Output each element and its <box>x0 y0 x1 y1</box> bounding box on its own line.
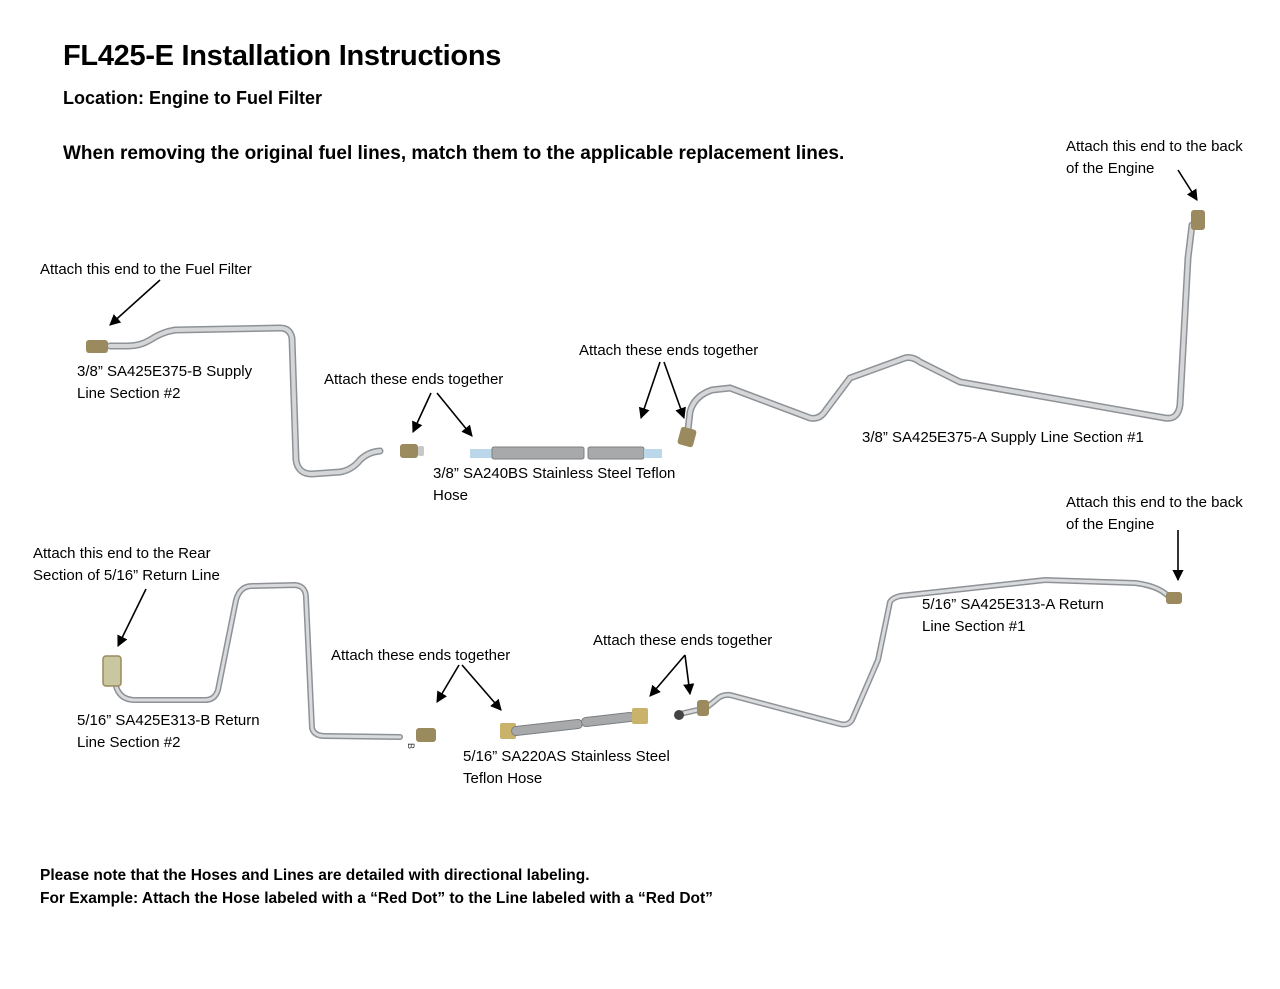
label-line: Line Section #2 <box>77 734 181 751</box>
label-line: 5/16” SA425E313-B Return <box>77 712 260 729</box>
instruction-text: When removing the original fuel lines, m… <box>63 143 845 164</box>
fuel-filter-callout: Attach this end to the Fuel Filter <box>40 261 252 278</box>
supply-join-right-callout: Attach these ends together <box>579 342 759 359</box>
note-line-1: Please note that the Hoses and Lines are… <box>40 867 590 884</box>
note-line-2: For Example: Attach the Hose labeled wit… <box>40 890 713 907</box>
arrow-return-join-left-a <box>436 664 460 703</box>
return-section-2-label: 5/16” SA425E313-B Return Line Section #2 <box>77 710 260 754</box>
return-engine-end-fitting <box>1166 592 1182 604</box>
return-rear-callout: Attach this end to the Rear Section of 5… <box>33 543 220 587</box>
callout-line: Section of 5/16” Return Line <box>33 567 220 584</box>
label-line: Teflon Hose <box>463 770 543 787</box>
return-line-section-1 <box>674 576 1182 728</box>
return-section-1-label: 5/16” SA425E313-A Return Line Section #1 <box>922 594 1104 638</box>
page-title: FL425-E Installation Instructions <box>63 40 502 72</box>
callout-arrows <box>109 169 1198 711</box>
location-subtitle: Location: Engine to Fuel Filter <box>63 88 322 108</box>
callout-line: Attach this end to the back <box>1066 494 1243 511</box>
arrow-fuel-filter <box>109 279 161 326</box>
engine-end-fitting <box>1191 210 1205 230</box>
label-line: 5/16” SA220AS Stainless Steel <box>463 748 670 765</box>
return-hose-label: 5/16” SA220AS Stainless Steel Teflon Hos… <box>463 746 670 790</box>
line-marker-b: B <box>406 743 416 749</box>
callout-line: of the Engine <box>1066 160 1155 177</box>
return-hose <box>500 708 648 739</box>
supply-section-2-label: 3/8” SA425E375-B Supply Line Section #2 <box>77 361 252 405</box>
filter-end-fitting <box>86 340 108 353</box>
supply-hose-label: 3/8” SA240BS Stainless Steel Teflon Hose <box>433 463 675 507</box>
arrow-return-join-right-b <box>683 654 695 696</box>
supply-engine-callout: Attach this end to the back of the Engin… <box>1066 136 1243 180</box>
arrow-return-join-right-a <box>649 654 686 697</box>
return-join-fitting <box>697 700 709 716</box>
arrow-supply-join-right-a <box>638 361 661 420</box>
footer-note: Please note that the Hoses and Lines are… <box>40 864 713 910</box>
supply-line-section-1 <box>677 210 1205 448</box>
arrow-supply-engine <box>1177 169 1198 201</box>
supply-hose <box>470 446 662 460</box>
arrow-supply-join-left-b <box>436 392 473 437</box>
callout-line: Attach this end to the Rear <box>33 545 211 562</box>
callout-line: Attach this end to the back <box>1066 138 1243 155</box>
return-engine-callout: Attach this end to the back of the Engin… <box>1066 492 1243 536</box>
rear-end-fitting <box>102 655 122 687</box>
return-nut-fitting <box>416 728 436 742</box>
arrow-return-join-left-b <box>461 664 502 711</box>
supply-nut-fitting <box>400 444 418 458</box>
supply-join-left-callout: Attach these ends together <box>324 371 504 388</box>
callout-line: of the Engine <box>1066 516 1155 533</box>
label-line: 3/8” SA425E375-B Supply <box>77 363 253 380</box>
return-join-right-callout: Attach these ends together <box>593 632 773 649</box>
return-line-section-2 <box>102 581 403 740</box>
label-line: Line Section #2 <box>77 385 181 402</box>
supply-join-fitting <box>677 426 697 448</box>
label-line: 3/8” SA240BS Stainless Steel Teflon <box>433 465 676 482</box>
arrow-supply-join-right-b <box>663 361 686 420</box>
label-line: 5/16” SA425E313-A Return <box>922 596 1104 613</box>
label-line: Hose <box>433 487 469 504</box>
supply-line-section-2 <box>86 324 384 478</box>
arrow-supply-join-left-a <box>412 392 432 434</box>
return-join-left-callout: Attach these ends together <box>331 647 511 664</box>
arrow-return-rear <box>117 588 147 648</box>
supply-section-1-label: 3/8” SA425E375-A Supply Line Section #1 <box>862 429 1144 446</box>
label-line: Line Section #1 <box>922 618 1026 635</box>
